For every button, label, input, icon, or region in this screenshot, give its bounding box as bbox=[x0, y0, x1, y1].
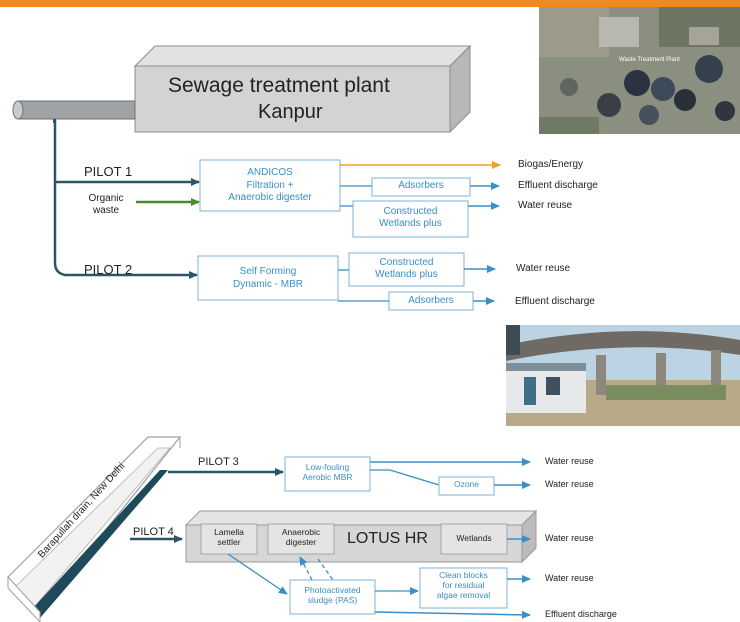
pilot1-adsorbers-box bbox=[371, 177, 471, 197]
pilot2-adsorbers-label: Adsorbers bbox=[408, 295, 454, 306]
andicos-box bbox=[199, 159, 341, 212]
mbr-label: Self Forming Dynamic - MBR bbox=[232, 266, 303, 290]
pilot2-wetlands-label: Constructed Wetlands plus bbox=[375, 257, 438, 280]
wetlands-box bbox=[440, 523, 508, 555]
plant-box bbox=[133, 44, 472, 134]
lamella-label: Lamella settler bbox=[214, 527, 244, 547]
pilot1-label: PILOT 1 bbox=[84, 164, 133, 179]
anaerobic-label: Anaerobic digester bbox=[281, 527, 321, 547]
pilot3-reuse1-output: Water reuse bbox=[545, 456, 594, 466]
pilot2-reuse-output: Water reuse bbox=[516, 263, 571, 274]
aerobic-mbr-label: Low-fouling Aerobic MBR bbox=[302, 462, 353, 482]
mbr-box bbox=[197, 255, 339, 301]
wetlands-label: Wetlands bbox=[456, 533, 492, 543]
plant-city: Kanpur bbox=[258, 101, 323, 123]
pas-box bbox=[289, 579, 376, 615]
pilot4-reuse1-output: Water reuse bbox=[545, 533, 594, 543]
satellite-photo: Waste Treatment Plant bbox=[539, 7, 740, 134]
ozone-label: Ozone bbox=[453, 479, 480, 489]
pas-label: Photoactivated sludge (PAS) bbox=[304, 585, 361, 605]
pilot3-label: PILOT 3 bbox=[198, 456, 239, 468]
pilot1-reuse-output: Water reuse bbox=[518, 200, 573, 211]
andicos-label: ANDICOS Filtration + Anaerobic digester bbox=[228, 167, 312, 203]
pilot1-wetlands-box bbox=[352, 200, 469, 238]
pilot1-wetlands-label: Constructed Wetlands plus bbox=[379, 206, 442, 229]
pilot1-adsorbers-label: Adsorbers bbox=[398, 180, 444, 191]
header-accent-bar bbox=[0, 0, 740, 7]
organic-waste-label: Organic waste bbox=[88, 193, 124, 216]
pilot-trunk-line bbox=[53, 120, 96, 277]
lotus-hr-label: LOTUS HR bbox=[347, 530, 428, 547]
pilot4-reuse2-output: Water reuse bbox=[545, 573, 594, 583]
photo-caption: Waste Treatment Plant bbox=[619, 57, 680, 63]
clean-blocks-box bbox=[419, 567, 508, 609]
biogas-output: Biogas/Energy bbox=[518, 159, 584, 170]
plant-title: Sewage treatment plant bbox=[168, 74, 390, 97]
clean-blocks-label: Clean blocks for residual algae removal bbox=[436, 570, 491, 600]
pilot3-reuse2-output: Water reuse bbox=[545, 479, 594, 489]
pilot2-label: PILOT 2 bbox=[84, 262, 133, 277]
aerobic-mbr-box bbox=[284, 456, 371, 492]
drain-channel bbox=[7, 436, 182, 622]
pilot2-effluent-output: Effluent discharge bbox=[515, 296, 595, 307]
ozone-box bbox=[438, 476, 495, 496]
anaerobic-box bbox=[267, 523, 335, 555]
site-photo bbox=[506, 325, 740, 426]
inlet-pipe bbox=[12, 100, 136, 123]
pilot4-effluent-output: Effluent discharge bbox=[545, 609, 617, 619]
pilot1-effluent-output: Effluent discharge bbox=[518, 180, 598, 191]
pilot4-label: PILOT 4 bbox=[133, 526, 174, 538]
